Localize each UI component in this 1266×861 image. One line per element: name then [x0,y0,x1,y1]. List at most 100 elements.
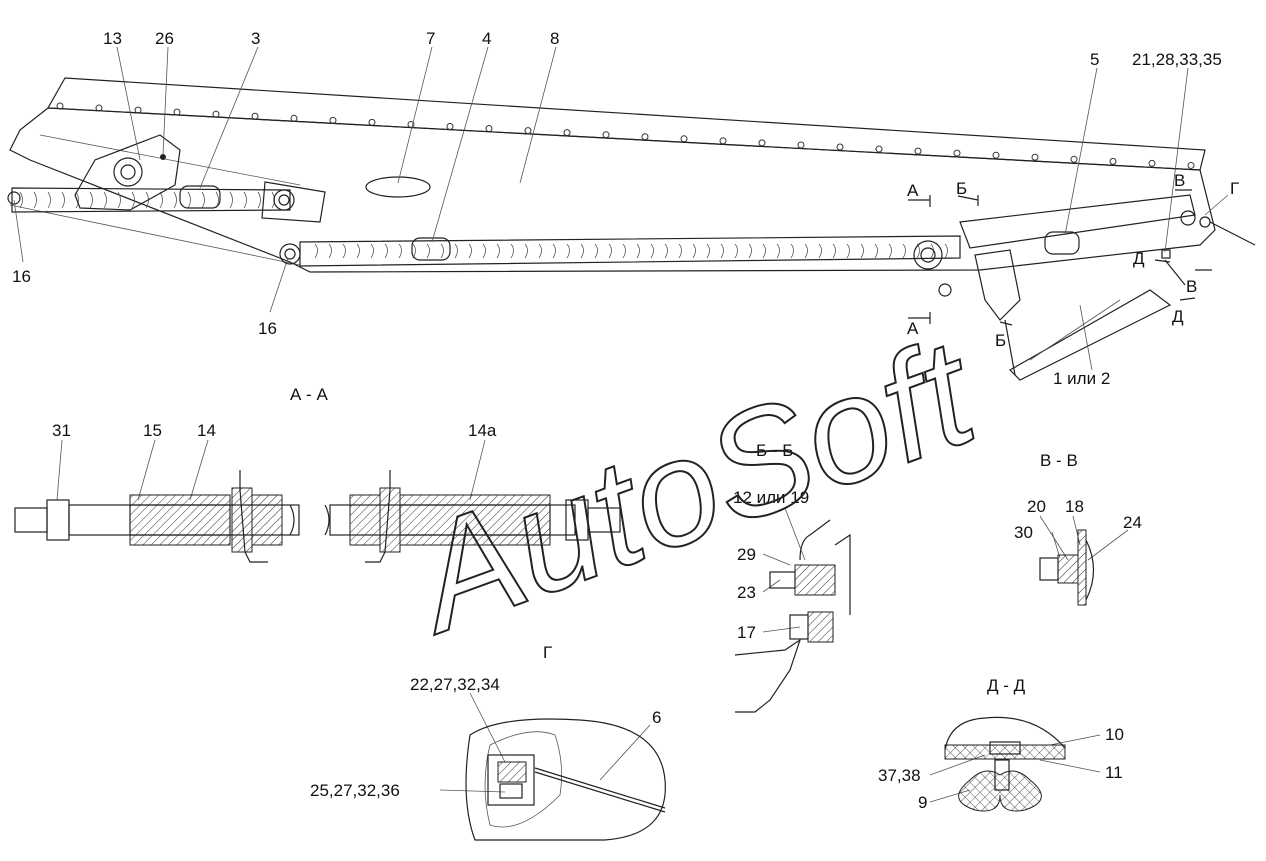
tube-14 [129,494,231,546]
chain-tooth [454,243,458,259]
callout-13: 13 [103,29,122,48]
callout-23: 23 [737,583,756,602]
chain-tooth [692,243,696,259]
chain-tooth [496,243,500,259]
chain-tooth [552,243,556,259]
section-b-b-view [734,519,851,713]
callout-labels: 13 26 3 7 4 8 5 21,28,33,35 16 16 1 или … [12,29,1222,812]
callout-5: 5 [1090,50,1099,69]
section-v-v-view [1039,529,1095,606]
chain-window-5 [1044,231,1080,255]
chain-tooth [734,243,738,259]
cover-bolt [1070,155,1078,163]
chain-tooth [650,243,654,259]
marker-v-top: В [1174,171,1185,190]
cover-bolt [290,114,298,122]
chain-tooth [468,243,472,259]
chain-tooth [622,243,626,259]
chain-tooth [566,243,570,259]
chain-tooth [790,243,794,259]
callout-11: 11 [1105,763,1123,782]
callout-30: 30 [1014,523,1033,542]
title-section-b-b: Б - Б [756,441,793,460]
lower-rail [299,235,961,267]
drive-plate [74,134,181,211]
chain-tooth [482,243,486,259]
chain-tooth [356,243,360,259]
chain-tooth [538,243,542,259]
cover-bolt [173,108,181,116]
callout-22-27-32-34: 22,27,32,34 [410,675,500,694]
watermark-logo: AutoSoft [387,306,998,665]
cover-bolt [641,133,649,141]
cover-bolt [407,120,415,128]
cover-bolt [563,129,571,137]
chain-tooth [103,191,107,209]
marker-a-bottom: А [907,319,919,338]
cover-bolt [251,112,259,120]
view-g-outline [465,718,666,841]
section-d-d-view [944,716,1066,812]
cover-bolt [758,139,766,147]
chain-tooth [944,243,948,259]
cover-bolt [914,147,922,155]
chain-tooth [636,243,640,259]
marker-b-bottom: Б [995,331,1006,350]
title-section-a-a: А - А [290,385,328,404]
chain-tooth [33,191,37,209]
grease-nipple [160,154,166,160]
cover-bolt [602,131,610,139]
chain-tooth [762,243,766,259]
chain-tooth [524,243,528,259]
callout-9: 9 [918,793,927,812]
section-a-a-view [14,470,621,563]
cover-bolt [446,123,454,130]
chain-tooth [426,243,430,259]
callout-17: 17 [737,623,756,642]
chain-window-3 [179,185,221,209]
section-marker-labels: А А Б Б В В Г Д Д [907,171,1239,350]
axle-15 [129,504,231,536]
callout-6: 6 [652,708,661,727]
chain-tooth [664,243,668,259]
chain-teeth [19,191,948,259]
top-cover [47,77,1206,171]
chain-tooth [678,243,682,259]
chain-tooth [608,243,612,259]
chain-tooth [370,243,374,259]
chain-tooth [243,191,247,209]
chain-window-4 [411,237,451,261]
marker-g-top: Г [1230,179,1239,198]
panel-10 [944,744,1066,760]
hinge-bracket [974,249,1021,321]
chain-tooth [75,191,79,209]
chain-tooth [440,243,444,259]
callout-14: 14 [197,421,216,440]
marker-d-top: Д [1133,249,1145,268]
chain-tooth [818,243,822,259]
cover-bolt [797,141,805,149]
cover-bolt [95,104,103,112]
callout-4: 4 [482,29,491,48]
cover-bolt [992,151,1000,159]
tension-bracket [261,181,326,223]
chain-tooth [510,243,514,259]
section-cut-marks [908,189,1212,326]
callout-31: 31 [52,421,71,440]
section-titles: А - А Б - Б В - В Г Д - Д [290,385,1078,695]
right-chain [959,194,1196,249]
chain-tooth [832,243,836,259]
marker-b-top: Б [956,179,967,198]
outlet-tray [1009,289,1172,381]
main-conveyor-view [7,77,1256,381]
callout-29: 29 [737,545,756,564]
chain-tooth [131,191,135,209]
nut-31 [46,499,70,541]
bolt-23 [769,571,796,589]
marker-d-bottom: Д [1172,307,1184,326]
chain-tooth [328,243,332,259]
chain-tooth [720,243,724,259]
cover-bolt [56,102,64,110]
